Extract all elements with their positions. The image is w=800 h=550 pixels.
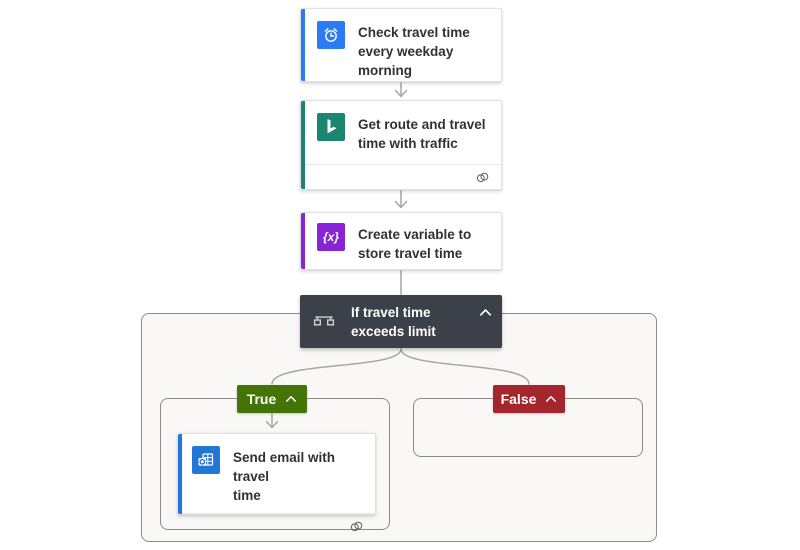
- card-title: Send email with travel time: [233, 450, 336, 503]
- card-title: Check travel time every weekday morning: [358, 25, 470, 78]
- outlook-accent-stripe: [178, 434, 182, 514]
- outlook-icon: [192, 446, 220, 474]
- bing-maps-card[interactable]: Get route and travel time with traffic: [300, 100, 502, 190]
- variable-icon: {x}: [317, 223, 345, 251]
- condition-card[interactable]: If travel time exceeds limit: [300, 295, 502, 348]
- variable-icon-glyph: {x}: [322, 230, 339, 244]
- trigger-card[interactable]: Check travel time every weekday morning: [300, 8, 502, 82]
- false-collapse-chevron-icon[interactable]: [545, 395, 557, 403]
- create-variable-card[interactable]: {x} Create variable to store travel time: [300, 212, 502, 270]
- bing-maps-icon: [317, 113, 345, 141]
- true-collapse-chevron-icon[interactable]: [285, 395, 297, 403]
- false-branch-label[interactable]: False: [493, 385, 565, 413]
- card-footer: [301, 164, 501, 189]
- card-title: Create variable to store travel time: [358, 227, 472, 261]
- recurrence-clock-icon: [317, 21, 345, 49]
- card-title: If travel time exceeds limit: [351, 304, 436, 339]
- trigger-accent-stripe: [301, 9, 305, 81]
- true-label-text: True: [246, 391, 277, 407]
- send-email-card[interactable]: Send email with travel time: [177, 433, 376, 531]
- false-label-text: False: [500, 391, 537, 407]
- collapse-chevron-icon[interactable]: [479, 304, 492, 322]
- card-footer: [178, 513, 375, 538]
- connection-icon: [350, 521, 363, 531]
- variable-accent-stripe: [301, 213, 305, 269]
- condition-icon: [312, 311, 336, 333]
- card-title: Get route and travel time with traffic: [358, 117, 486, 151]
- bing-accent-stripe: [301, 101, 305, 189]
- true-branch-label[interactable]: True: [237, 385, 307, 413]
- connection-icon: [476, 172, 489, 182]
